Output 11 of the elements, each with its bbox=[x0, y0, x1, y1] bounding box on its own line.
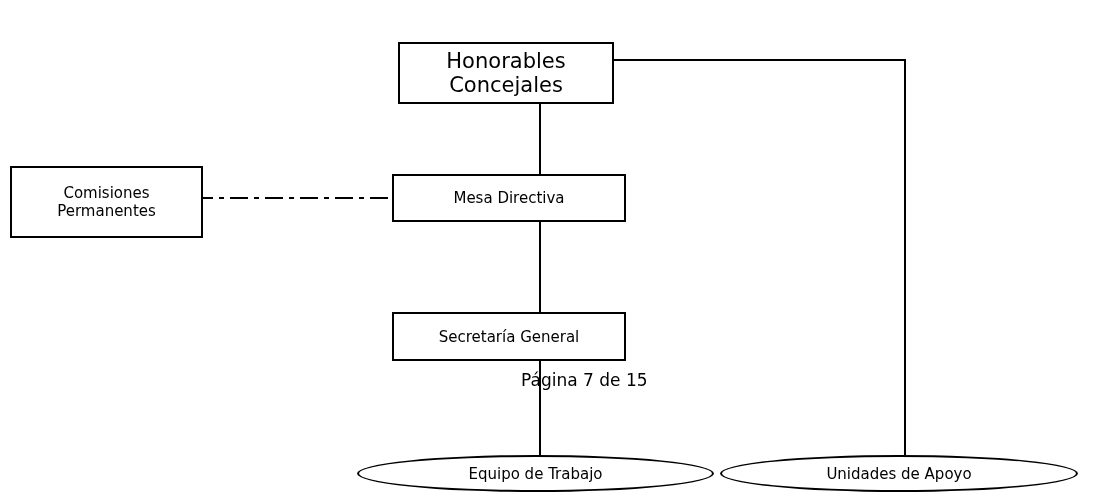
org-ellipse: Equipo de Trabajo bbox=[357, 455, 714, 492]
org-ellipse: Unidades de Apoyo bbox=[720, 455, 1078, 492]
org-box: Mesa Directiva bbox=[392, 174, 626, 222]
org-box: Honorables Concejales bbox=[398, 42, 614, 104]
org-box: Secretaría General bbox=[392, 312, 626, 361]
connector-line bbox=[539, 221, 541, 313]
connector-line bbox=[613, 59, 906, 456]
connector-line bbox=[539, 103, 541, 175]
connector-line bbox=[202, 197, 389, 199]
connector-line bbox=[539, 360, 541, 456]
org-box: Comisiones Permanentes bbox=[10, 166, 203, 238]
